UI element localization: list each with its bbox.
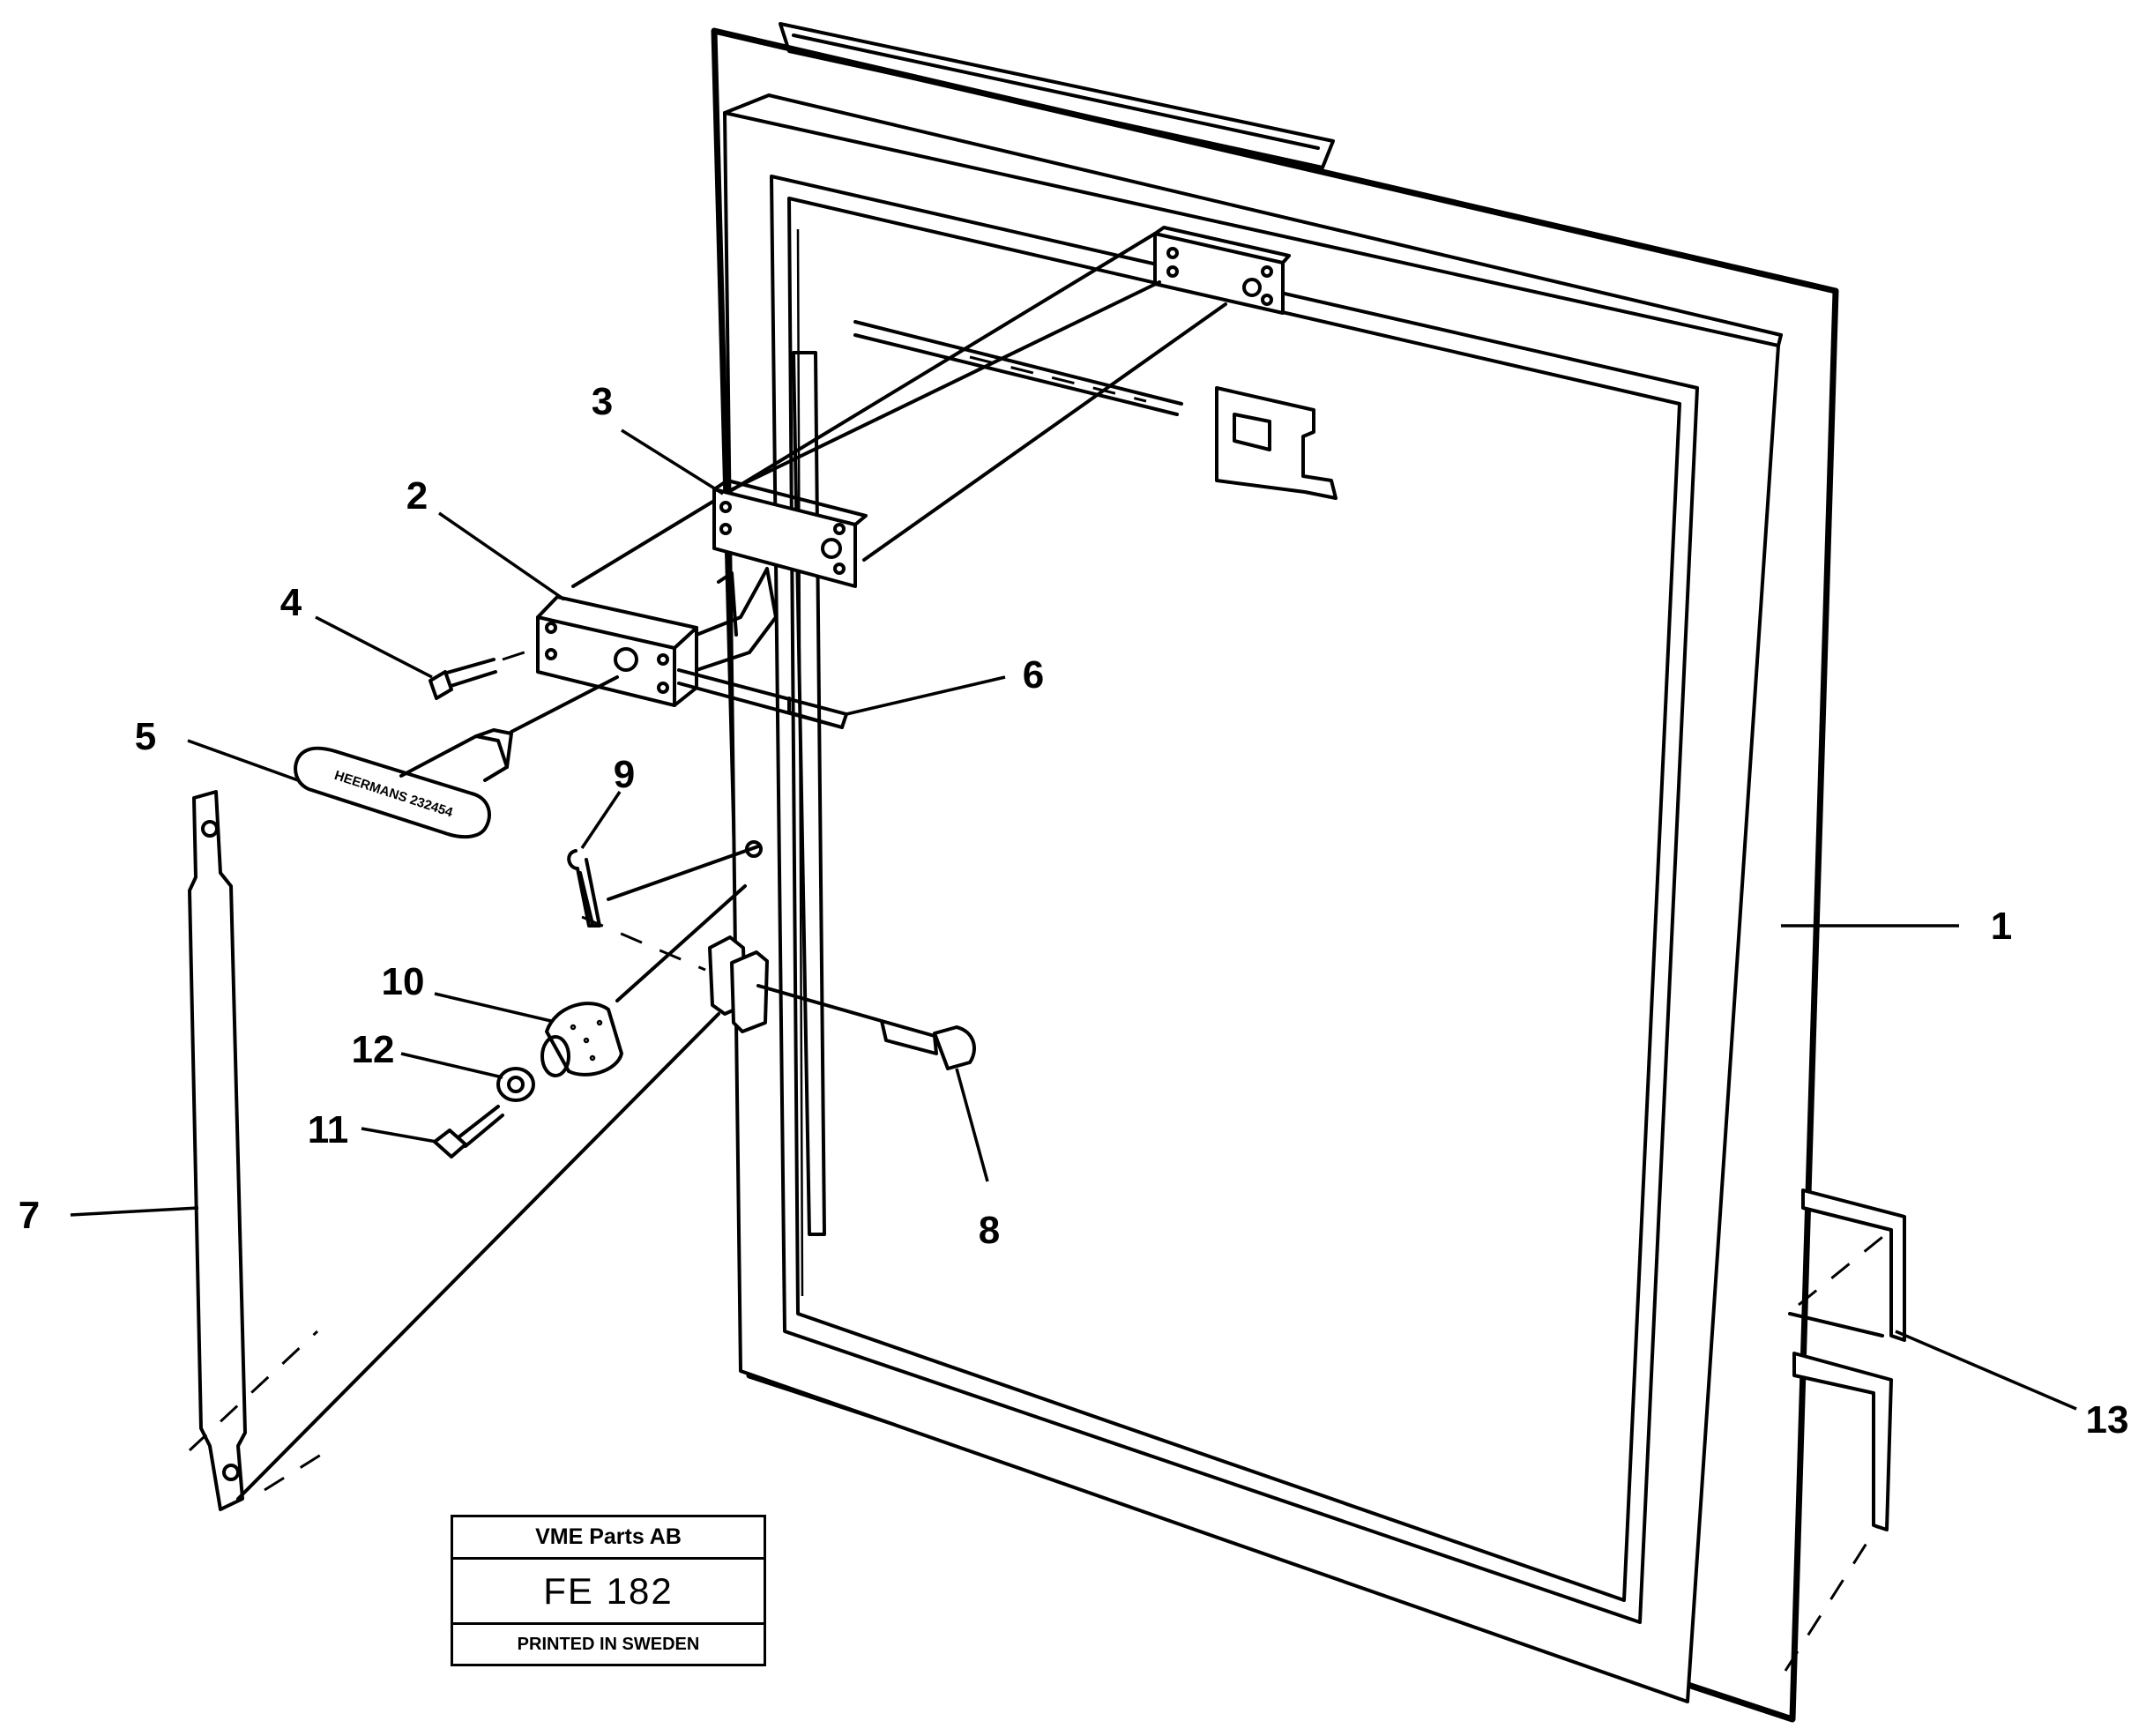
printed-in-note: PRINTED IN SWEDEN — [517, 1634, 700, 1654]
callout-8: 8 — [979, 1209, 1000, 1252]
mounting-bolt — [428, 646, 539, 700]
hinge-bracket — [236, 840, 883, 1501]
split-pin — [567, 849, 601, 928]
lower-hinge-plate — [1784, 1188, 1906, 1672]
callout-5: 5 — [135, 715, 156, 758]
callout-2: 2 — [406, 474, 428, 518]
callout-4: 4 — [280, 581, 302, 624]
lock-arm — [571, 232, 1227, 588]
rubber-bushing — [540, 884, 747, 1077]
callout-1: 1 — [1991, 905, 2012, 948]
callout-6: 6 — [1023, 653, 1044, 697]
company-name: VME Parts AB — [453, 1517, 764, 1560]
door-frame — [711, 22, 1839, 1723]
latch-pin — [677, 668, 848, 729]
callout-10: 10 — [382, 960, 425, 1003]
leader-lines — [70, 428, 2077, 1411]
stay-arm — [188, 790, 336, 1511]
washer — [496, 1067, 535, 1102]
upper-mount-plate — [1153, 226, 1291, 315]
callout-labels: 1 2 3 4 5 6 7 8 9 10 11 12 13 — [19, 380, 2129, 1442]
callout-3: 3 — [592, 380, 613, 423]
callout-9: 9 — [614, 753, 635, 796]
callout-7: 7 — [19, 1194, 40, 1237]
callout-13: 13 — [2086, 1398, 2129, 1442]
callout-11: 11 — [308, 1108, 349, 1151]
t-handle: HEERMANS 232454 — [294, 675, 619, 839]
title-block: VME Parts AB FE 182 PRINTED IN SWEDEN — [451, 1515, 766, 1666]
pivot-bolt — [880, 1019, 976, 1070]
drawing-code: FE 182 — [453, 1560, 764, 1625]
callout-12: 12 — [352, 1028, 395, 1071]
screw — [433, 1105, 504, 1159]
latch-body — [536, 567, 778, 707]
